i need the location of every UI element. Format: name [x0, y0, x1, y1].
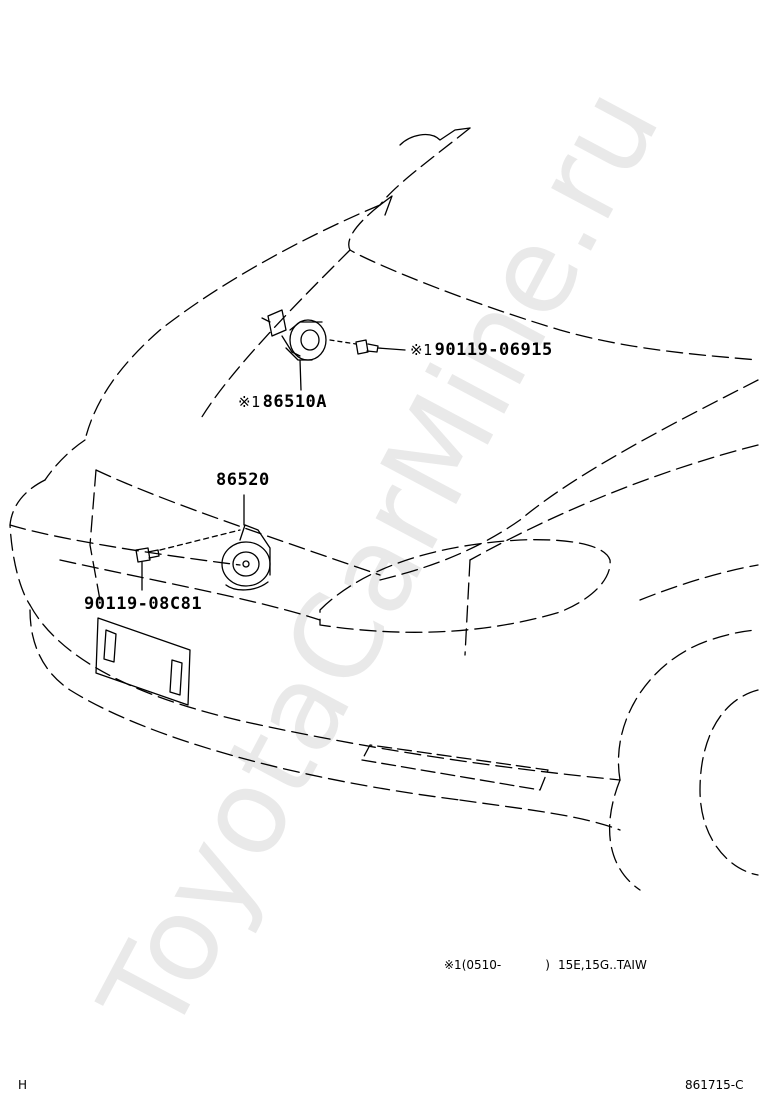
bolt-low-drawing [135, 529, 241, 591]
hood-outline [44, 127, 759, 581]
horn-low-drawing [221, 494, 271, 591]
footnote-mark: ※1 [238, 393, 261, 411]
headlight-outline [319, 539, 611, 656]
corner-letter: H [18, 1078, 28, 1092]
bumper-outline [9, 469, 621, 831]
diagram-code: 861715-C [685, 1078, 744, 1092]
license-plate-bracket [95, 617, 191, 706]
part-number: 90119-06915 [434, 340, 553, 360]
footnote: ※1(0510-) 15E,15G..TAIW [444, 958, 647, 972]
footnote-mark: ※1 [444, 958, 462, 972]
windshield-base [379, 127, 471, 216]
bolt-high-drawing [329, 339, 406, 355]
footnote-mark: ※1 [410, 341, 433, 359]
footnote-range-end: ) [545, 958, 550, 972]
part-number: 86520 [216, 470, 270, 490]
footnote-models: 15E,15G..TAIW [557, 958, 647, 972]
part-number: 90119-08C81 [84, 594, 203, 614]
footnote-range: (0510- [461, 958, 502, 972]
part-label-90119-08c81: 90119-08C81 [84, 594, 202, 614]
part-number: 86510A [262, 392, 328, 412]
fog-lamp-outline [361, 744, 549, 791]
fender-wheel-outline [608, 564, 759, 891]
horn-high-drawing [261, 309, 327, 391]
part-label-86520: 86520 [216, 470, 270, 490]
